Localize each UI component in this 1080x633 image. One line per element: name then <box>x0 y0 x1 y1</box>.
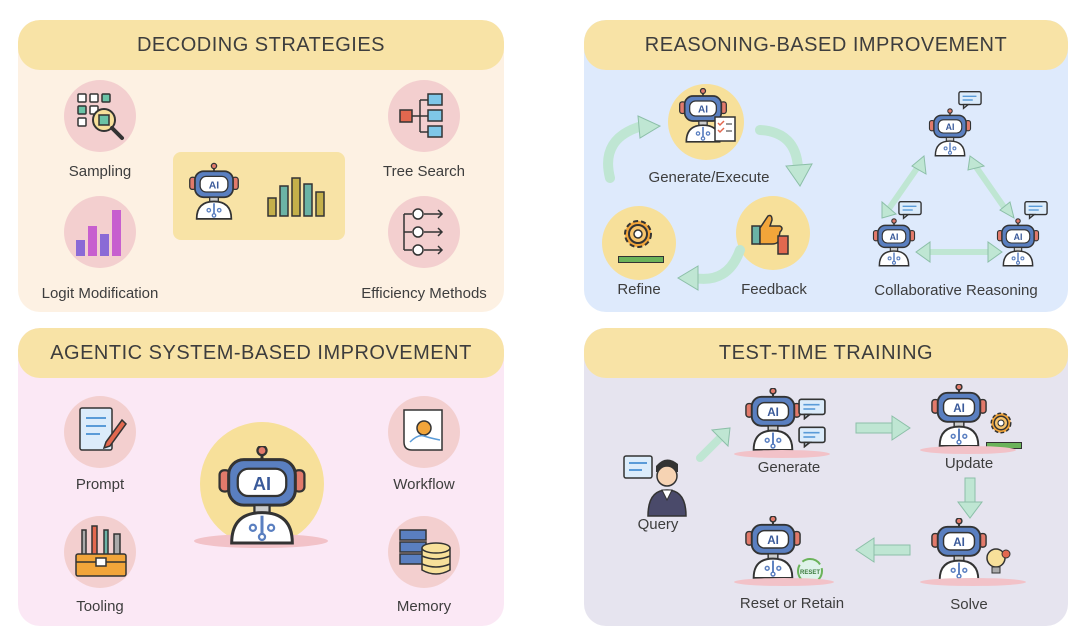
test-time-training-panel: TEST-TIME TRAINING Query Generate Update <box>584 328 1068 626</box>
update-shadow <box>920 446 1016 454</box>
solve-robot-icon <box>930 518 988 582</box>
generate-label: Generate <box>757 459 821 476</box>
refine-label: Refine <box>617 281 661 298</box>
test-time-training-title: TEST-TIME TRAINING <box>584 328 1068 378</box>
arrow-generate-update-icon <box>855 415 911 441</box>
update-robot-icon <box>930 384 988 448</box>
reset-shadow <box>734 578 834 586</box>
sampling-icon <box>77 93 124 140</box>
cycle-arrow-down-icon <box>755 125 813 187</box>
solve-shadow <box>920 578 1026 586</box>
agentic-improvement-title: AGENTIC SYSTEM-BASED IMPROVEMENT <box>18 328 504 378</box>
decoding-strategies-panel: DECODING STRATEGIES Sampling Tree Search <box>18 20 504 312</box>
collab-triangle-arrows-icon <box>881 155 1015 263</box>
toolbox-icon <box>75 525 127 577</box>
chat-bubble-icon <box>798 426 826 448</box>
collaborative-reasoning-label: Collaborative Reasoning <box>874 282 1038 299</box>
logit-bars-icon <box>76 210 121 256</box>
generate-robot-icon <box>744 388 802 452</box>
reset-badge-text: RESET <box>800 570 820 576</box>
lightbulb-gear-icon <box>986 548 1011 574</box>
tree-search-icon <box>399 93 443 138</box>
bar-chart-icon <box>267 177 325 217</box>
robot-icon <box>214 446 310 546</box>
update-gear-icon <box>986 408 1016 438</box>
arrow-update-solve-icon <box>957 477 983 519</box>
robot-icon <box>188 162 240 222</box>
checklist-icon <box>714 116 736 142</box>
refine-progress-bar <box>618 256 664 263</box>
cycle-arrow-up-icon <box>603 115 662 183</box>
efficiency-methods-label: Efficiency Methods <box>361 285 487 302</box>
reasoning-improvement-panel: REASONING-BASED IMPROVEMENT Generate/Exe… <box>584 20 1068 312</box>
update-label: Update <box>944 455 994 472</box>
prompt-label: Prompt <box>75 476 125 493</box>
agentic-improvement-panel: AGENTIC SYSTEM-BASED IMPROVEMENT Prompt … <box>18 328 504 626</box>
chat-bubble-icon <box>958 90 982 110</box>
solve-label: Solve <box>950 596 988 613</box>
reset-retain-label: Reset or Retain <box>739 595 845 612</box>
feedback-label: Feedback <box>741 281 807 298</box>
prompt-document-icon <box>79 407 127 451</box>
reset-icon: RESET <box>797 558 823 584</box>
query-label: Query <box>637 516 679 533</box>
generate-shadow <box>734 450 830 458</box>
sampling-label: Sampling <box>68 163 132 180</box>
decoding-strategies-title: DECODING STRATEGIES <box>18 20 504 70</box>
workflow-icon <box>403 409 443 451</box>
cycle-arrow-left-icon <box>677 245 745 291</box>
query-person-icon <box>623 455 687 517</box>
memory-database-icon <box>399 529 451 575</box>
generate-execute-label: Generate/Execute <box>648 169 770 186</box>
feedback-thumbs-icon <box>751 214 789 255</box>
chat-bubble-icon <box>798 398 826 420</box>
tree-search-label: Tree Search <box>383 163 465 180</box>
tooling-label: Tooling <box>76 598 124 615</box>
workflow-label: Workflow <box>393 476 455 493</box>
logit-modification-label: Logit Modification <box>41 285 159 302</box>
refine-gear-icon <box>618 214 658 254</box>
arrow-solve-reset-icon <box>855 537 911 563</box>
reasoning-improvement-title: REASONING-BASED IMPROVEMENT <box>584 20 1068 70</box>
efficiency-icon <box>403 208 444 256</box>
arrow-query-generate-icon <box>696 427 731 462</box>
memory-label: Memory <box>396 598 452 615</box>
